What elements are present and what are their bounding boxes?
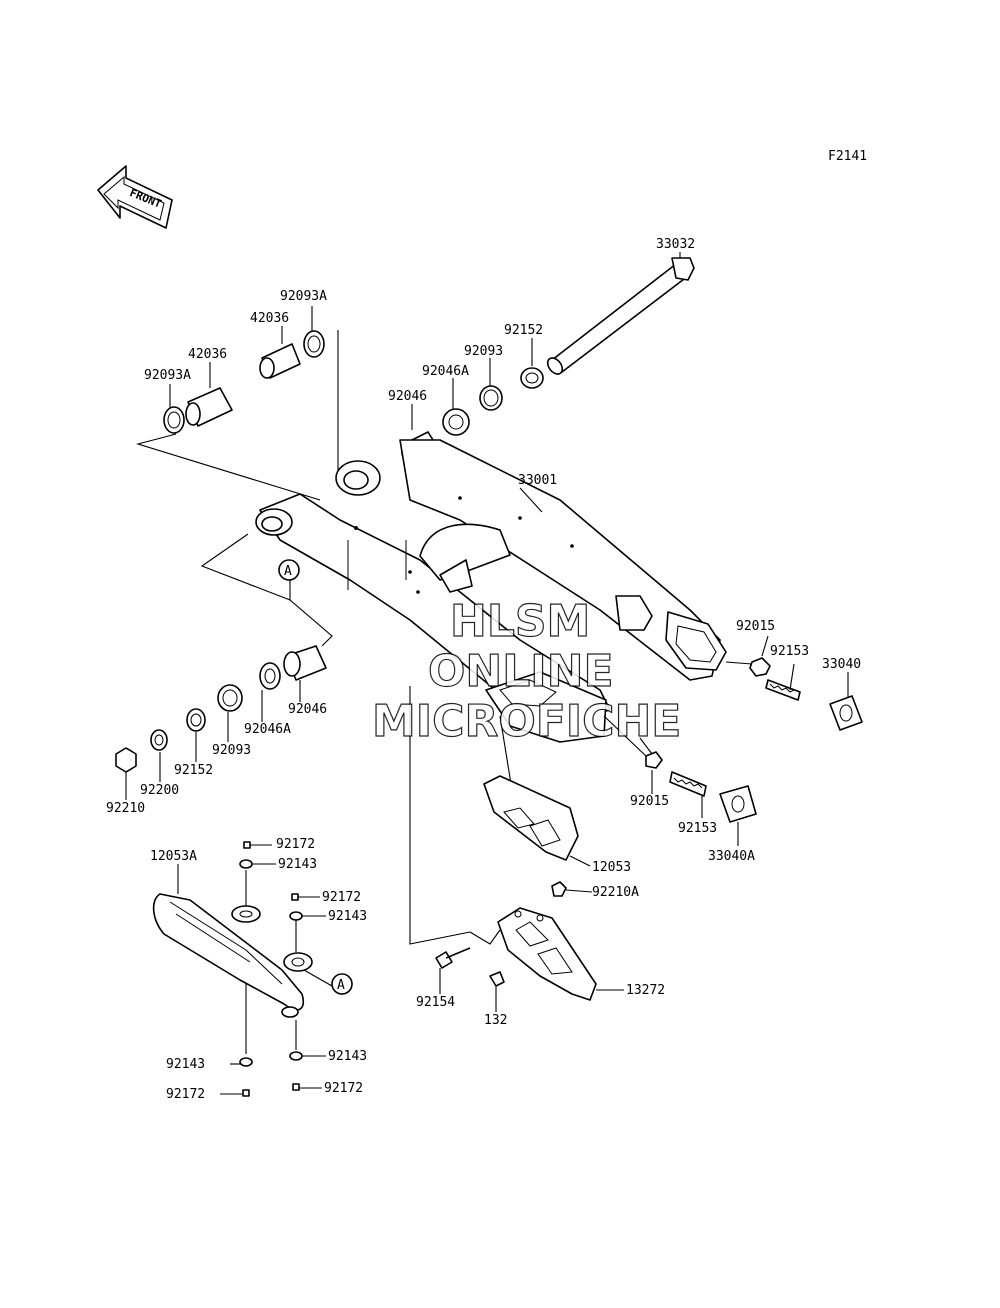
callout-a-lower: A xyxy=(337,978,345,993)
callout-a-upper: A xyxy=(284,564,292,579)
label-92143-c: 92143 xyxy=(166,1057,205,1072)
label-92172-c: 92172 xyxy=(166,1087,205,1102)
watermark-line-2: ONLINE xyxy=(428,646,614,697)
label-92093-mid: 92093 xyxy=(212,743,251,758)
label-12053: 12053 xyxy=(592,860,631,875)
label-92154: 92154 xyxy=(416,995,455,1010)
label-92015-low: 92015 xyxy=(630,794,669,809)
watermark: HLSM ONLINE MICROFICHE xyxy=(371,595,682,747)
label-13272: 13272 xyxy=(626,983,665,998)
label-92046-mid: 92046 xyxy=(288,702,327,717)
label-92153-low: 92153 xyxy=(678,821,717,836)
label-33040A: 33040A xyxy=(708,849,755,864)
label-92093-top: 92093 xyxy=(464,344,503,359)
label-92015-right: 92015 xyxy=(736,619,775,634)
chain-guide xyxy=(409,686,624,1012)
label-92143-b: 92143 xyxy=(328,909,367,924)
front-arrow-icon: FRONT xyxy=(97,165,173,229)
label-92210: 92210 xyxy=(106,801,145,816)
chain-adjusters xyxy=(603,635,863,846)
upper-bushings xyxy=(135,306,348,501)
label-92046A-top: 92046A xyxy=(422,364,469,379)
label-92093A-left: 92093A xyxy=(144,368,191,383)
label-92153-right: 92153 xyxy=(770,644,809,659)
label-92210A: 92210A xyxy=(592,885,639,900)
label-92046A-mid: 92046A xyxy=(244,722,291,737)
label-92172-d: 92172 xyxy=(324,1081,363,1096)
label-92152-mid: 92152 xyxy=(174,763,213,778)
lower-bearings xyxy=(115,645,327,800)
figure-code: F2141 xyxy=(828,149,867,164)
label-42036-left: 42036 xyxy=(188,347,227,362)
label-33001: 33001 xyxy=(518,473,557,488)
swingarm xyxy=(255,439,727,743)
label-92093A-top: 92093A xyxy=(280,289,327,304)
swingarm-pivot-shaft xyxy=(546,252,695,375)
watermark-line-3: MICROFICHE xyxy=(372,696,681,747)
label-92046-top: 92046 xyxy=(388,389,427,404)
swingarm-guard xyxy=(152,841,341,1097)
label-33040: 33040 xyxy=(822,657,861,672)
label-12053A: 12053A xyxy=(150,849,197,864)
label-92143-d: 92143 xyxy=(328,1049,367,1064)
label-42036-top: 42036 xyxy=(250,311,289,326)
label-92143-a: 92143 xyxy=(278,857,317,872)
label-33032: 33032 xyxy=(656,237,695,252)
label-92152-top: 92152 xyxy=(504,323,543,338)
label-92200: 92200 xyxy=(140,783,179,798)
label-92172-a: 92172 xyxy=(276,837,315,852)
label-92172-b: 92172 xyxy=(322,890,361,905)
label-132: 132 xyxy=(484,1013,507,1028)
watermark-line-1: HLSM xyxy=(450,596,590,647)
chain-slider xyxy=(483,715,591,867)
